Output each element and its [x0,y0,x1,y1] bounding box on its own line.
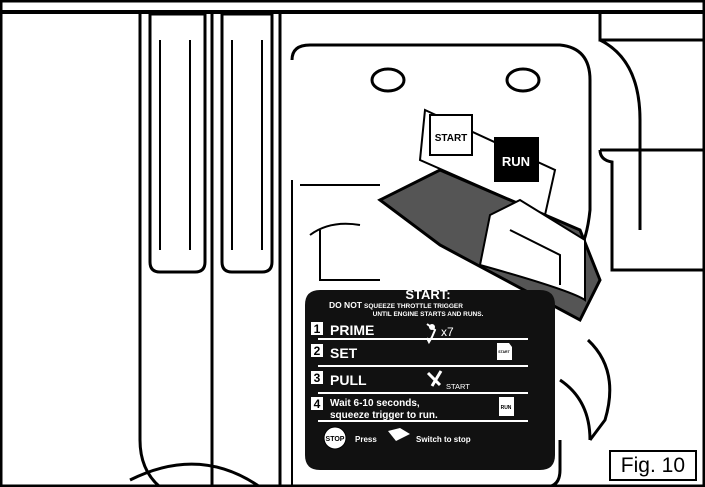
step-4-line-2: squeeze trigger to run. [330,410,438,421]
step-4-number: 4 [314,397,321,411]
step-2-number: 2 [314,344,321,358]
step-2-start-tag: START [498,350,510,354]
decal-warning-line-1: SQUEEZE THROTTLE TRIGGER [364,303,463,310]
decal-title: START: [405,287,450,302]
mount-hole-right [507,69,539,91]
step-3-number: 3 [314,371,321,385]
stop-badge: STOP [326,436,345,443]
step-4-line-1: Wait 6-10 seconds, [330,398,420,409]
switch-run-label: RUN [502,154,530,169]
step-1-label: PRIME [330,322,374,338]
decal-warning-lead: DO NOT [329,300,363,310]
step-2-label: SET [330,345,358,361]
decal-warning-line-2: UNTIL ENGINE STARTS AND RUNS. [373,311,484,318]
mount-hole-left [372,69,404,91]
switch-start-label: START [435,133,468,144]
step-3-start-label: START [446,382,470,391]
stop-switch-text: Switch to stop [416,435,471,444]
stop-press-label: Press [355,435,377,444]
step-1-number: 1 [314,322,321,336]
figure-label: Fig. 10 [609,450,697,481]
step-4-run-tag: RUN [501,405,512,411]
step-3-label: PULL [330,372,367,388]
step-1-count: x7 [441,325,454,339]
